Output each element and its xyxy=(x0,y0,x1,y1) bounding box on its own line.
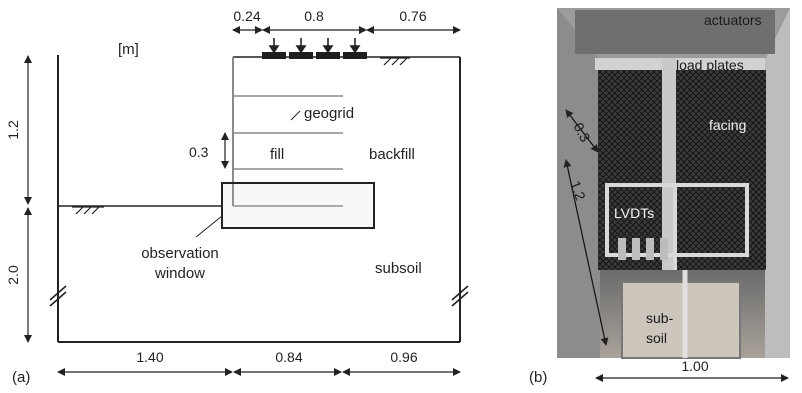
observation-leader xyxy=(195,215,223,238)
panel-a-label: (a) xyxy=(12,369,30,386)
unit-label: [m] xyxy=(118,41,139,58)
subsoil-pit xyxy=(621,281,741,359)
observation-label-line2: window xyxy=(154,265,205,282)
dim-top-2: 0.76 xyxy=(399,8,426,24)
panel-b-photo: 0.3 1.2 actuators load plates facing LVD… xyxy=(529,8,790,386)
dim-left-1: 2.0 xyxy=(5,265,21,285)
ground-hatch-top xyxy=(380,57,410,66)
lvdts-label: LVDTs xyxy=(614,205,654,221)
dim-bottom-1: 0.84 xyxy=(275,349,302,365)
sub-soil-label-line1: sub- xyxy=(646,310,674,326)
photo-dim-width: 1.00 xyxy=(681,358,708,374)
subsoil-label: subsoil xyxy=(375,260,422,277)
load-plates xyxy=(262,52,367,59)
load-arrows xyxy=(268,38,361,54)
geogrid-label: geogrid xyxy=(304,105,354,122)
ground-hatch-left xyxy=(72,206,104,215)
central-column xyxy=(662,58,676,270)
panel-b-label: (b) xyxy=(529,369,547,386)
dim-spacing: 0.3 xyxy=(189,144,209,160)
dim-left-0: 1.2 xyxy=(5,120,21,140)
photo-dim-12: 1.2 xyxy=(567,179,589,203)
observation-window xyxy=(221,182,375,229)
dim-top-0: 0.24 xyxy=(233,8,260,24)
panel-a-schematic: 0.24 0.8 0.76 1.2 2.0 0.3 1.40 0.84 0.96… xyxy=(5,8,469,386)
top-beam xyxy=(575,10,775,54)
wall-break-right xyxy=(451,285,469,307)
fill-label: fill xyxy=(270,146,284,163)
dim-bottom-2: 0.96 xyxy=(390,349,417,365)
load-plates-label: load plates xyxy=(676,57,744,73)
actuators-label: actuators xyxy=(704,12,762,28)
geogrid-leader xyxy=(290,110,301,121)
facing-mesh xyxy=(598,70,766,270)
right-wall xyxy=(765,8,790,358)
left-dimension-lines xyxy=(24,55,229,343)
geogrid-layers xyxy=(233,95,343,207)
load-plate-bar xyxy=(595,58,765,70)
wall-break-left xyxy=(49,285,67,307)
dim-bottom-0: 1.40 xyxy=(136,349,163,365)
facing-label: facing xyxy=(709,117,746,133)
observation-label-line1: observation xyxy=(141,245,219,262)
lvdt-sensors xyxy=(618,238,668,260)
backfill-label: backfill xyxy=(369,146,415,163)
photo-dimension-lines xyxy=(563,109,609,346)
dim-top-1: 0.8 xyxy=(304,8,324,24)
sub-soil-label-line2: soil xyxy=(646,330,667,346)
